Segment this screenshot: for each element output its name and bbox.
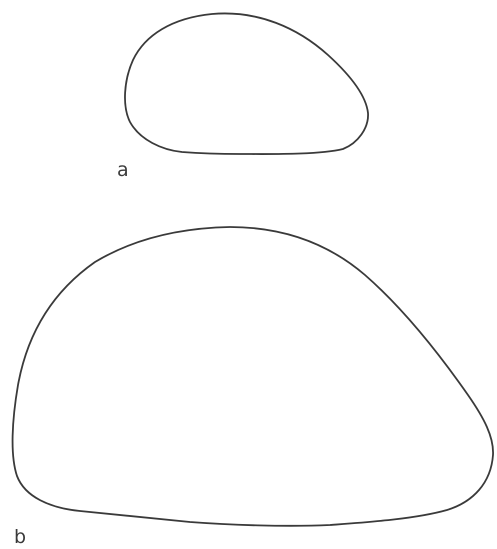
outline-shape-a [125, 13, 368, 154]
panel-label-a: a [117, 159, 129, 181]
panel-label-b: b [14, 526, 26, 548]
panel-b: b [13, 227, 494, 548]
outline-shape-b [13, 227, 494, 526]
panel-a: a [117, 13, 368, 181]
